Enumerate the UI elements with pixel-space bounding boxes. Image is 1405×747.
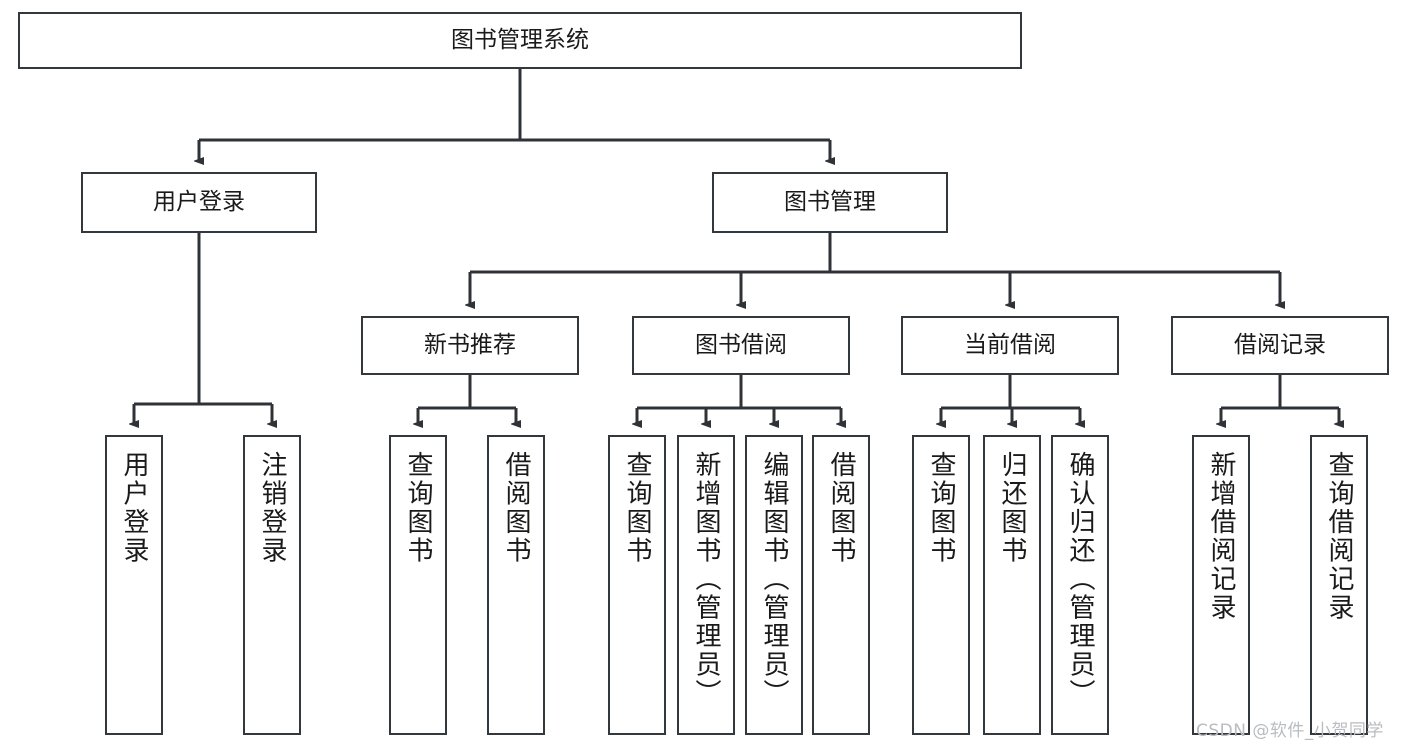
node-label: 借阅图书 bbox=[826, 451, 856, 565]
node-label: 注销登录 bbox=[257, 451, 287, 565]
leaf-leaf-user-logout[interactable]: 注销登录 bbox=[243, 435, 301, 735]
node-label: 查询借阅记录 bbox=[1324, 451, 1354, 622]
node-book-borrow[interactable]: 图书借阅 bbox=[632, 316, 850, 375]
node-label: 图书借阅 bbox=[695, 331, 787, 358]
leaf-leaf-query-record[interactable]: 查询借阅记录 bbox=[1310, 435, 1368, 735]
node-label: 查询图书 bbox=[926, 451, 956, 565]
node-book-manage[interactable]: 图书管理 bbox=[712, 172, 948, 233]
node-label: 确认归还（管理员） bbox=[1065, 451, 1095, 708]
node-label: 新增借阅记录 bbox=[1206, 451, 1236, 622]
node-label: 用户登录 bbox=[119, 451, 149, 565]
node-label: 图书管理 bbox=[784, 188, 876, 215]
node-label: 图书管理系统 bbox=[451, 26, 589, 53]
leaf-leaf-query-book-1[interactable]: 查询图书 bbox=[389, 435, 447, 735]
node-root[interactable]: 图书管理系统 bbox=[18, 12, 1022, 69]
node-current-borrow[interactable]: 当前借阅 bbox=[901, 316, 1119, 375]
leaf-leaf-return-book[interactable]: 归还图书 bbox=[983, 435, 1041, 735]
node-user-login[interactable]: 用户登录 bbox=[81, 172, 317, 233]
node-label: 查询图书 bbox=[622, 451, 652, 565]
leaf-leaf-edit-book[interactable]: 编辑图书（管理员） bbox=[745, 435, 803, 735]
leaf-leaf-add-book[interactable]: 新增图书（管理员） bbox=[677, 435, 735, 735]
leaf-leaf-user-login[interactable]: 用户登录 bbox=[105, 435, 163, 735]
leaf-leaf-borrow-book-2[interactable]: 借阅图书 bbox=[812, 435, 870, 735]
node-label: 新书推荐 bbox=[424, 331, 516, 358]
node-label: 查询图书 bbox=[403, 451, 433, 565]
leaf-leaf-query-book-2[interactable]: 查询图书 bbox=[608, 435, 666, 735]
node-label: 归还图书 bbox=[997, 451, 1027, 565]
leaf-leaf-query-book-3[interactable]: 查询图书 bbox=[912, 435, 970, 735]
leaf-leaf-confirm-return[interactable]: 确认归还（管理员） bbox=[1051, 435, 1109, 735]
leaf-leaf-borrow-book-1[interactable]: 借阅图书 bbox=[487, 435, 545, 735]
node-label: 当前借阅 bbox=[964, 331, 1056, 358]
node-label: 编辑图书（管理员） bbox=[759, 451, 789, 708]
node-label: 借阅图书 bbox=[501, 451, 531, 565]
node-label: 借阅记录 bbox=[1234, 331, 1326, 358]
node-borrow-record[interactable]: 借阅记录 bbox=[1171, 316, 1389, 375]
leaf-leaf-add-record[interactable]: 新增借阅记录 bbox=[1192, 435, 1250, 735]
node-label: 新增图书（管理员） bbox=[691, 451, 721, 708]
node-new-book-rec[interactable]: 新书推荐 bbox=[361, 316, 579, 375]
node-label: 用户登录 bbox=[153, 188, 245, 215]
csdn-watermark: CSDN @软件_小贺同学 bbox=[1196, 721, 1384, 741]
